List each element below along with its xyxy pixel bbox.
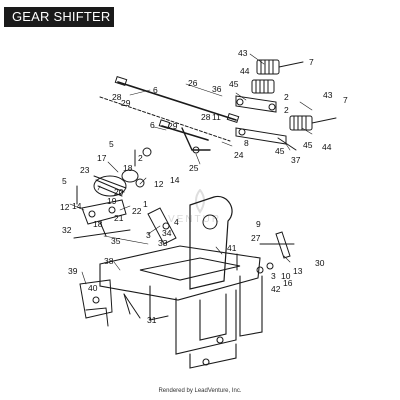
- lower-lever-pivot: [238, 128, 246, 136]
- callout-label: 18: [123, 163, 133, 173]
- callout-label: 21: [114, 213, 124, 223]
- spring-31: [123, 293, 131, 315]
- callout-label: 3: [146, 230, 151, 240]
- washer-12-upper: [142, 147, 152, 157]
- callout-label: 13: [293, 266, 303, 276]
- callout-label: 31: [147, 315, 157, 325]
- callout-label: 7: [309, 57, 314, 67]
- shifter-pawl-plate: [81, 199, 127, 225]
- callout-label: 43: [238, 48, 248, 58]
- callout-label: 36: [212, 84, 222, 94]
- callout-label: 6: [153, 85, 158, 95]
- callout-label: 20: [114, 187, 124, 197]
- callout-label: 44: [240, 66, 250, 76]
- credit-line: Rendered by LeadVenture, Inc.: [158, 388, 242, 394]
- callout-label: 38: [104, 256, 114, 266]
- callout-label: 41: [227, 243, 237, 253]
- callout-label: 5: [109, 139, 114, 149]
- callout-label: 28: [112, 92, 122, 102]
- leader-lines: [69, 53, 313, 285]
- upper-foot-peg: [256, 59, 304, 75]
- washer-12-mid: [135, 178, 145, 188]
- callout-label: 17: [97, 153, 107, 163]
- callout-label: 42: [271, 284, 281, 294]
- shifter-arm: [181, 127, 211, 151]
- upper-shift-lever: [235, 95, 277, 113]
- callout-label: 24: [234, 150, 244, 160]
- mounting-plate-hole: [202, 214, 218, 230]
- callout-label: 32: [62, 225, 72, 235]
- callout-label: 29: [121, 98, 131, 108]
- callout-label: 12: [60, 202, 70, 212]
- callout-label: 34: [162, 228, 172, 238]
- callout-label: 2: [138, 153, 143, 163]
- washer-10: [266, 262, 274, 270]
- left-bracket: [79, 279, 113, 327]
- rod-end-upper-left: [114, 75, 128, 87]
- washer-16: [256, 266, 264, 274]
- callout-label: 45: [275, 146, 285, 156]
- lower-lever-link: [277, 137, 297, 151]
- shaft-32: [73, 229, 131, 239]
- callout-label: 40: [88, 283, 98, 293]
- callout-label: 22: [132, 206, 142, 216]
- callout-label: 1: [143, 199, 148, 209]
- callout-label: 45: [303, 140, 313, 150]
- callout-label: 14: [170, 175, 180, 185]
- shifter-arm-bolt: [192, 146, 200, 154]
- callout-label: 45: [229, 79, 239, 89]
- callout-label: 7: [343, 95, 348, 105]
- rod-end-upper-right: [226, 112, 240, 124]
- side-lever: [275, 231, 291, 259]
- callout-label: 11: [212, 112, 221, 122]
- callout-label: 37: [291, 155, 301, 165]
- callout-label: 25: [189, 163, 199, 173]
- callout-label: 6: [150, 120, 155, 130]
- frame-structure: [99, 245, 263, 369]
- watermark-flame-icon: [195, 189, 205, 214]
- callout-label: 9: [256, 219, 261, 229]
- shifter-drum: [93, 169, 139, 197]
- callout-label: 43: [323, 90, 333, 100]
- callout-label: 19: [107, 196, 117, 206]
- callout-label: 8: [244, 138, 249, 148]
- callout-label: 14: [72, 201, 82, 211]
- upper-shift-rod: [117, 81, 237, 121]
- callout-label: 44: [322, 142, 332, 152]
- mounting-plate: [189, 195, 233, 290]
- callout-label: 29: [168, 121, 178, 131]
- callout-label: 35: [111, 236, 121, 246]
- callout-label: 26: [188, 78, 198, 88]
- shifter-bracket: [147, 207, 177, 245]
- lever-pivot-upper-end: [268, 103, 276, 111]
- callout-label: 10: [281, 271, 291, 281]
- callout-label: 33: [158, 238, 168, 248]
- callout-label: 27: [251, 233, 261, 243]
- callout-label: 23: [80, 165, 90, 175]
- callout-label: 30: [315, 258, 325, 268]
- callout-label: 28: [201, 112, 211, 122]
- callout-label: 12: [154, 179, 164, 189]
- lower-foot-peg: [289, 115, 337, 131]
- callout-label: 2: [284, 105, 289, 115]
- callout-label: 4: [174, 217, 179, 227]
- lever-pivot-upper: [236, 98, 244, 106]
- rod-reference-line: [99, 96, 231, 142]
- callout-label: 5: [62, 176, 67, 186]
- watermark: VENTUR: [168, 214, 222, 225]
- bracket-bolt: [162, 222, 170, 230]
- callout-label: 3: [271, 271, 276, 281]
- callout-label: 16: [283, 278, 293, 288]
- callout-label: 18: [93, 219, 103, 229]
- leader-31: [123, 293, 141, 319]
- rod-end-lower-left: [158, 119, 171, 130]
- callout-label: 2: [284, 92, 289, 102]
- callout-label: 39: [68, 266, 78, 276]
- diagram-title: GEAR SHIFTER: [4, 7, 114, 27]
- upper-foot-peg-second: [251, 79, 275, 94]
